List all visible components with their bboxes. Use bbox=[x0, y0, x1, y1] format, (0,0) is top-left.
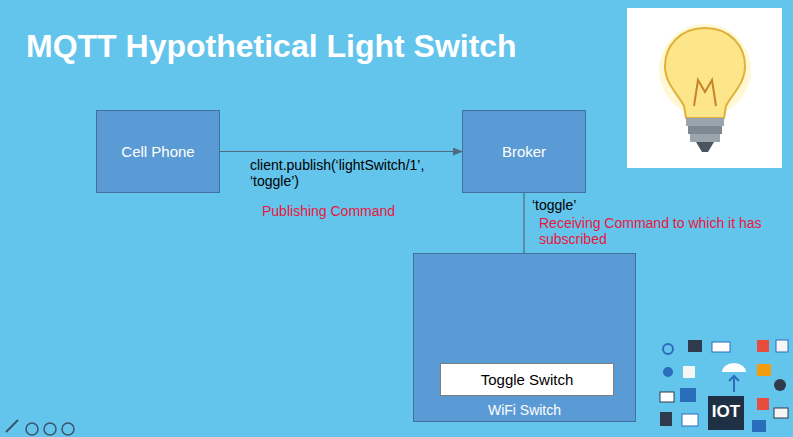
logo-text: IOT bbox=[708, 402, 744, 422]
iot-icons bbox=[660, 340, 788, 432]
broker-box: Broker bbox=[462, 110, 586, 193]
node-label: WiFi Switch bbox=[488, 402, 561, 418]
note-label: Receiving Command to which it has subscr… bbox=[539, 215, 789, 247]
edge-label: client.publish(‘lightSwitch/1’, ‘toggle’… bbox=[250, 157, 460, 189]
node-label: Cell Phone bbox=[121, 143, 194, 160]
slide-title: MQTT Hypothetical Light Switch bbox=[26, 28, 517, 65]
arrow-connector bbox=[220, 151, 462, 152]
edge-label: ‘toggle’ bbox=[532, 197, 576, 213]
device-box: WiFi Switch Toggle Switch bbox=[413, 253, 636, 422]
component-box: Toggle Switch bbox=[440, 363, 614, 396]
node-label: Toggle Switch bbox=[481, 371, 574, 388]
device-box: Cell Phone bbox=[96, 110, 220, 193]
lightbulb-picture bbox=[627, 8, 782, 168]
toolbar-icons bbox=[6, 420, 74, 435]
node-label: Broker bbox=[502, 143, 546, 160]
note-label: Publishing Command bbox=[262, 203, 452, 219]
